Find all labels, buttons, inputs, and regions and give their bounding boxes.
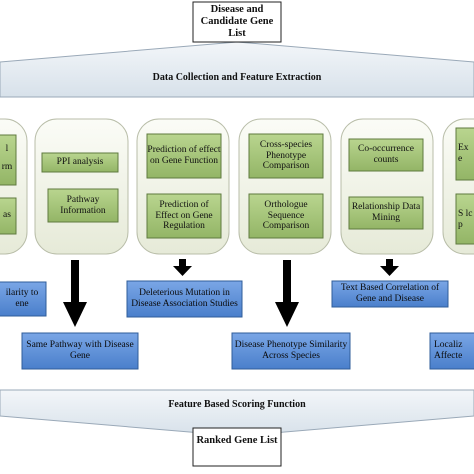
scoring-label: Feature Based Scoring Function — [168, 399, 306, 410]
data-collection-band — [0, 41, 474, 98]
blue-box-localiz — [429, 332, 474, 370]
green-label-co-occurrence: Co-occurrence counts — [358, 144, 414, 165]
green-label-rm: rm — [1, 161, 13, 172]
green-label-cross-species: Cross-species Phenotype Comparison — [259, 139, 313, 172]
green-label-s: S lc p — [458, 209, 473, 230]
green-box-effect-function — [146, 133, 222, 179]
blue-label-deleterious: Deleterious Mutation in Disease Associat… — [131, 288, 238, 309]
green-box-cross-species — [248, 133, 324, 179]
blue-box-text-correlation — [331, 280, 449, 308]
arrow-phenotype — [275, 260, 299, 327]
green-label-pathway: Pathway Information — [60, 194, 106, 216]
blue-label-pathway: Same Pathway with Disease Gene — [26, 340, 134, 361]
blue-label-text-correlation: Text Based Correlation of Gene and Disea… — [340, 283, 440, 304]
data-collection-label: Data Collection and Feature Extraction — [152, 72, 322, 83]
blue-box-deleterious — [126, 280, 243, 318]
candidate-gene-list-label: Disease and Candidate Gene List — [200, 4, 274, 40]
green-box-l — [0, 134, 17, 186]
green-box-pathway — [47, 188, 119, 223]
ranked-gene-list-box — [192, 427, 282, 467]
blue-box-pathway — [21, 332, 139, 370]
green-label-effect-function: Prediction of effect on Gene Function — [147, 145, 221, 166]
blue-box-phenotype — [231, 332, 351, 370]
green-label-orthologue: Orthologue Sequence Comparison — [262, 199, 310, 232]
green-box-relationship — [348, 196, 424, 230]
green-box-s — [455, 193, 474, 245]
blue-label-localiz: Localiz Affecte — [434, 340, 463, 361]
arrow-deleterious — [173, 259, 192, 276]
green-label-relationship: Relationship Data Mining — [351, 202, 421, 223]
green-label-ex: Ex e — [458, 143, 469, 164]
arrow-pathway — [63, 260, 87, 327]
green-box-ex — [455, 127, 474, 181]
green-box-effect-regulation — [146, 193, 222, 239]
blue-label-similarity: ilarity to ene — [5, 288, 39, 309]
candidate-gene-list-box — [192, 1, 282, 43]
green-label-ppi: PPI analysis — [56, 157, 104, 168]
panel-2 — [34, 118, 129, 255]
ranked-gene-list-label: Ranked Gene List — [196, 435, 278, 446]
green-box-co-occurrence — [348, 138, 424, 172]
green-box-as — [0, 197, 17, 235]
arrow-text-correlation — [380, 259, 399, 276]
blue-box-similarity — [0, 281, 47, 317]
green-label-effect-regulation: Prediction of Effect on Gene Regulation — [155, 199, 213, 232]
green-box-ppi — [41, 152, 119, 173]
green-box-orthologue — [248, 193, 324, 239]
green-label-as: as — [3, 209, 11, 220]
scoring-band — [0, 389, 474, 437]
green-label-l: l — [5, 143, 9, 154]
blue-label-phenotype: Disease Phenotype Similarity Across Spec… — [234, 340, 348, 361]
